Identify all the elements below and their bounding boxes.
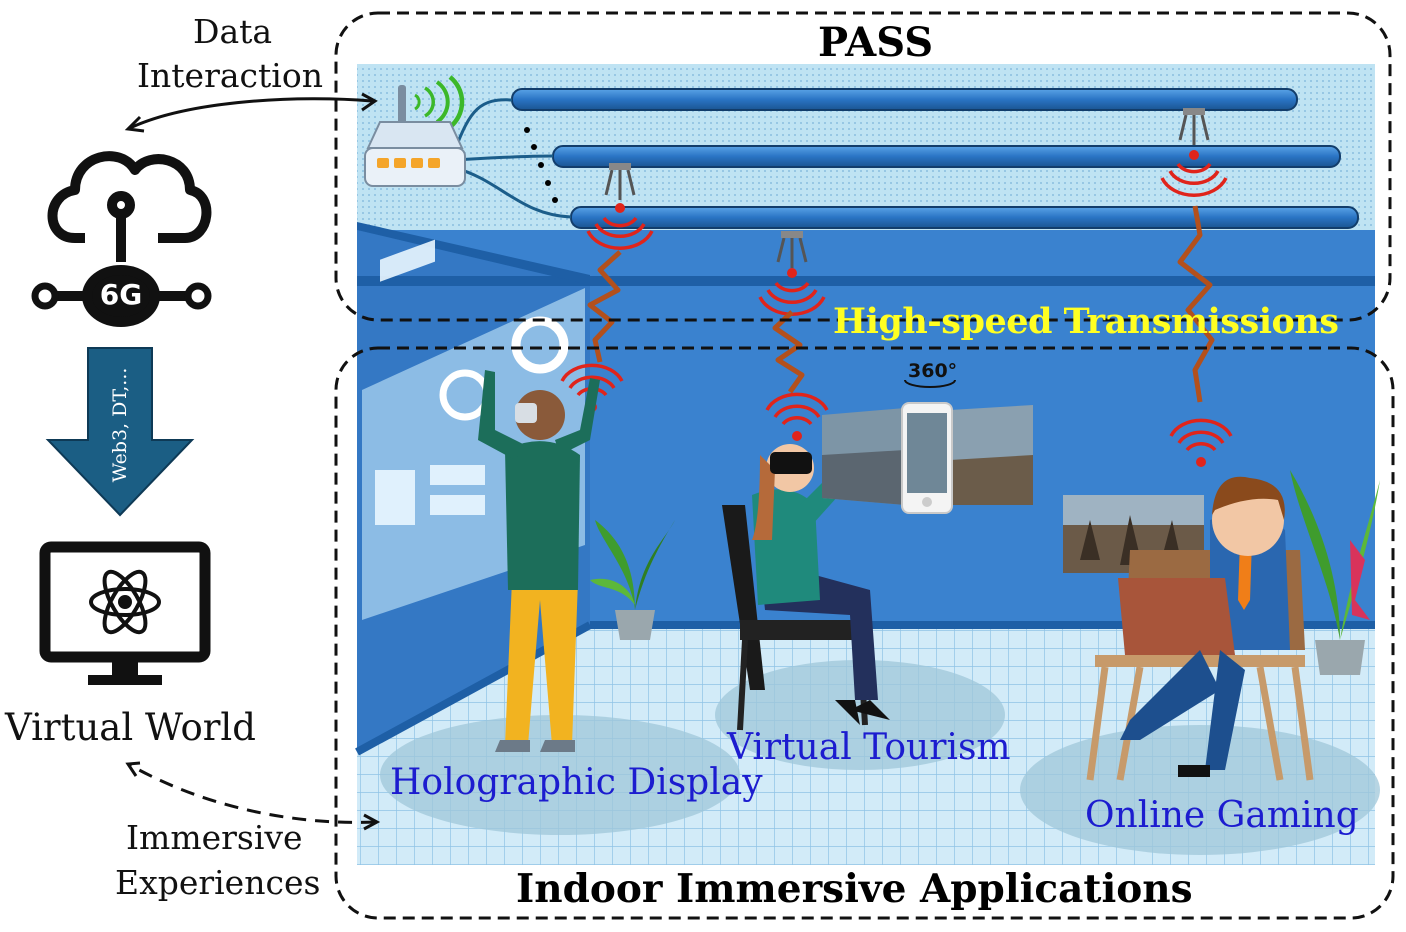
- high-speed-transmissions-label: High-speed Transmissions: [833, 301, 1339, 342]
- immersive-label-line2: Experiences: [115, 863, 321, 902]
- atom-icon: [89, 569, 161, 635]
- arrow-label: Web3, DT,...: [109, 367, 131, 483]
- badge-360: 360°: [908, 360, 958, 382]
- down-arrow-icon: [45, 347, 195, 517]
- zone-gaming: [1020, 725, 1380, 855]
- ceiling-trim: [357, 276, 1375, 286]
- pass-box-border: [334, 11, 1392, 322]
- user-signal-3: [1169, 418, 1233, 467]
- cloud-6g-icon: [31, 151, 212, 327]
- virtual-tourism-label: Virtual Tourism: [727, 727, 1011, 768]
- online-gaming-label: Online Gaming: [1085, 795, 1359, 836]
- potted-plant-1: [590, 520, 675, 640]
- waveguide-1: [511, 88, 1298, 111]
- holographic-user-figure: [478, 370, 600, 752]
- pinching-antenna-1: [586, 163, 654, 250]
- immersive-label-line1: Immersive: [126, 818, 303, 857]
- potted-plant-2: [1290, 470, 1380, 675]
- holographic-display-label: Holographic Display: [390, 762, 763, 803]
- waveguide-2: [552, 145, 1341, 168]
- zone-holographic: [380, 715, 740, 835]
- pinching-antenna-waveguides: [453, 88, 1359, 229]
- data-interaction-arrow: [124, 92, 378, 133]
- panorama-360: [822, 379, 1033, 514]
- immersive-experience-arrow: [125, 761, 381, 831]
- pinching-antenna-3: [1160, 108, 1228, 197]
- waveguide-3: [570, 206, 1359, 229]
- gaming-user-figure: [1086, 476, 1314, 781]
- transmission-beams: [587, 205, 1215, 403]
- applications-box-border: [334, 346, 1395, 920]
- virtual-world-label: Virtual World: [5, 706, 256, 749]
- pass-title: PASS: [818, 19, 934, 66]
- user-signal-2: [765, 392, 829, 441]
- data-interaction-label-line2: Interaction: [137, 56, 323, 95]
- router-icon: [364, 75, 466, 187]
- cloud-6g-badge: 6G: [99, 278, 143, 311]
- zone-tourism: [715, 660, 1005, 770]
- rotate-360-icon: [904, 379, 956, 388]
- laptop-icon: [1118, 578, 1235, 655]
- data-interaction-label-line1: Data: [193, 12, 273, 51]
- applications-title: Indoor Immersive Applications: [516, 866, 1193, 912]
- monitor-icon: [39, 541, 211, 685]
- tourism-user-figure: [722, 420, 890, 731]
